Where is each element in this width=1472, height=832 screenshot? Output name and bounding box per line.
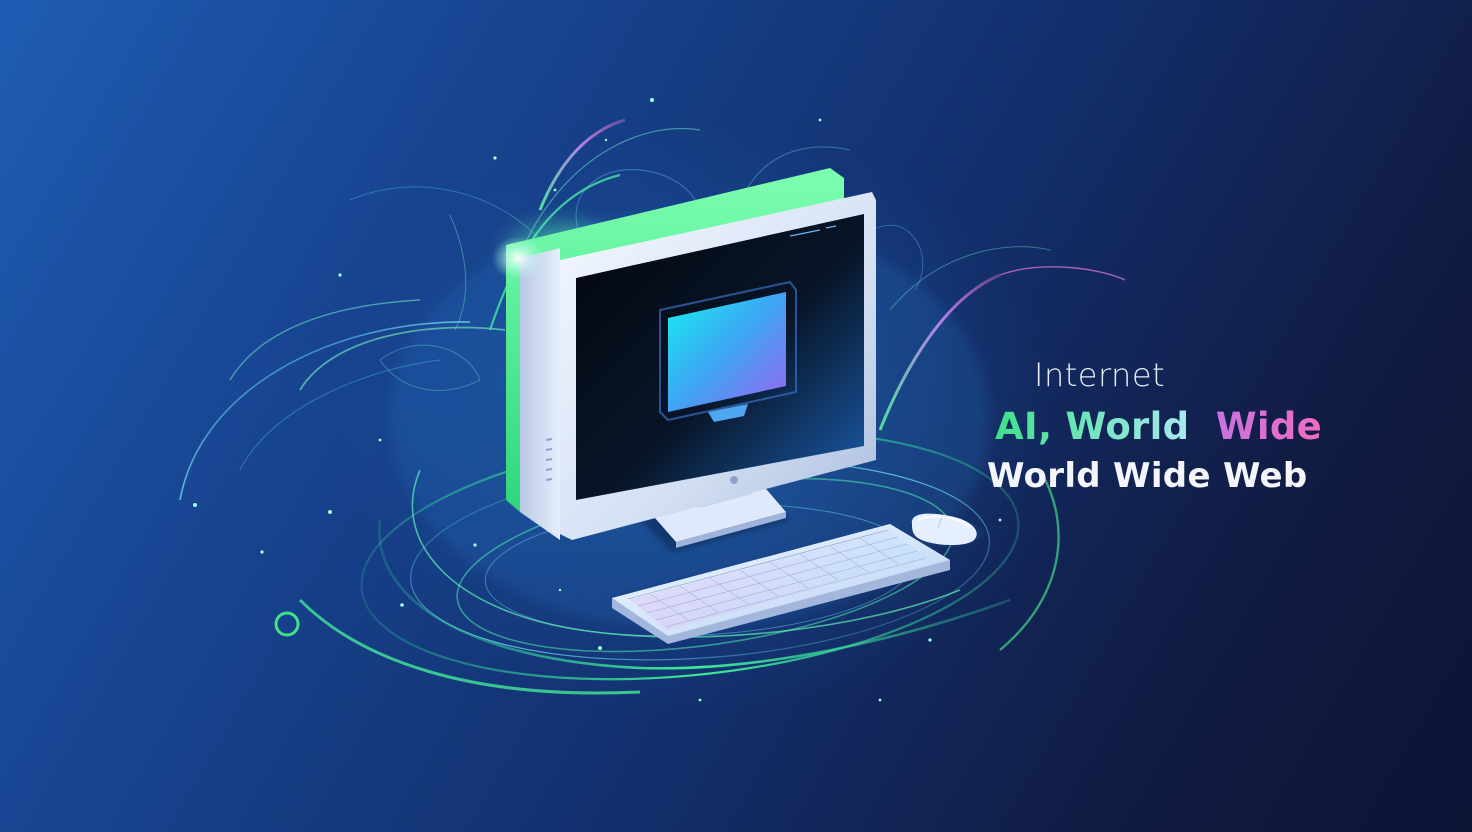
headline-ai-world: AI, World xyxy=(995,405,1190,448)
sparkle-dots xyxy=(193,98,1002,702)
keyboard-icon xyxy=(612,524,950,644)
mouse-icon xyxy=(907,513,983,546)
monitor-icon xyxy=(490,168,876,540)
headline-wide: Wide xyxy=(1215,405,1323,448)
headline-world-wide-web: World Wide Web xyxy=(987,456,1308,496)
headline-ai-world-wide: AI, World Wide xyxy=(995,405,1322,448)
headline-internet: Internet xyxy=(1034,356,1166,394)
